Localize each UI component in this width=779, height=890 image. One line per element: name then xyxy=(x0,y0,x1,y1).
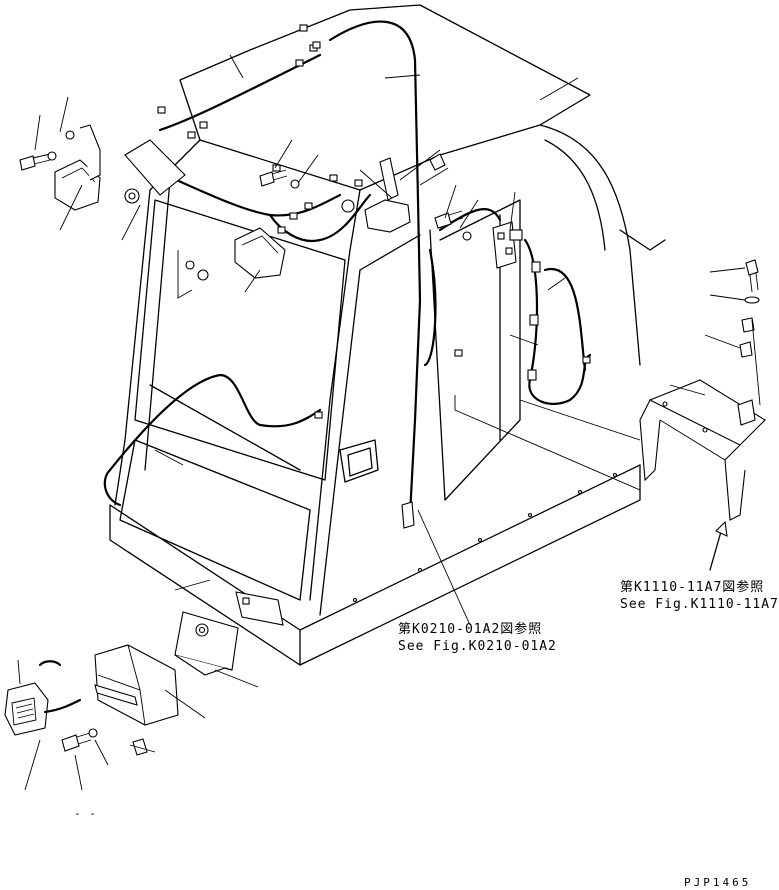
cab-body xyxy=(109,4,666,666)
stray-mark: - - xyxy=(74,807,97,820)
wire-harness xyxy=(103,20,592,529)
reference-cab-bracket-jp: 第K1110-11A7図参照 xyxy=(620,580,765,595)
reference-cab-bracket-en: See Fig.K1110-11A7 xyxy=(620,597,779,612)
lower-lamp-assembly xyxy=(4,591,284,756)
leader-lines xyxy=(17,54,746,791)
reference-harness-en: See Fig.K0210-01A2 xyxy=(398,639,557,654)
reference-harness-jp: 第K0210-01A2図参照 xyxy=(398,622,543,637)
rear-bracket-assembly xyxy=(639,259,766,571)
front-work-lamps xyxy=(19,124,472,281)
drawing-number: PJP1465 xyxy=(684,876,752,889)
